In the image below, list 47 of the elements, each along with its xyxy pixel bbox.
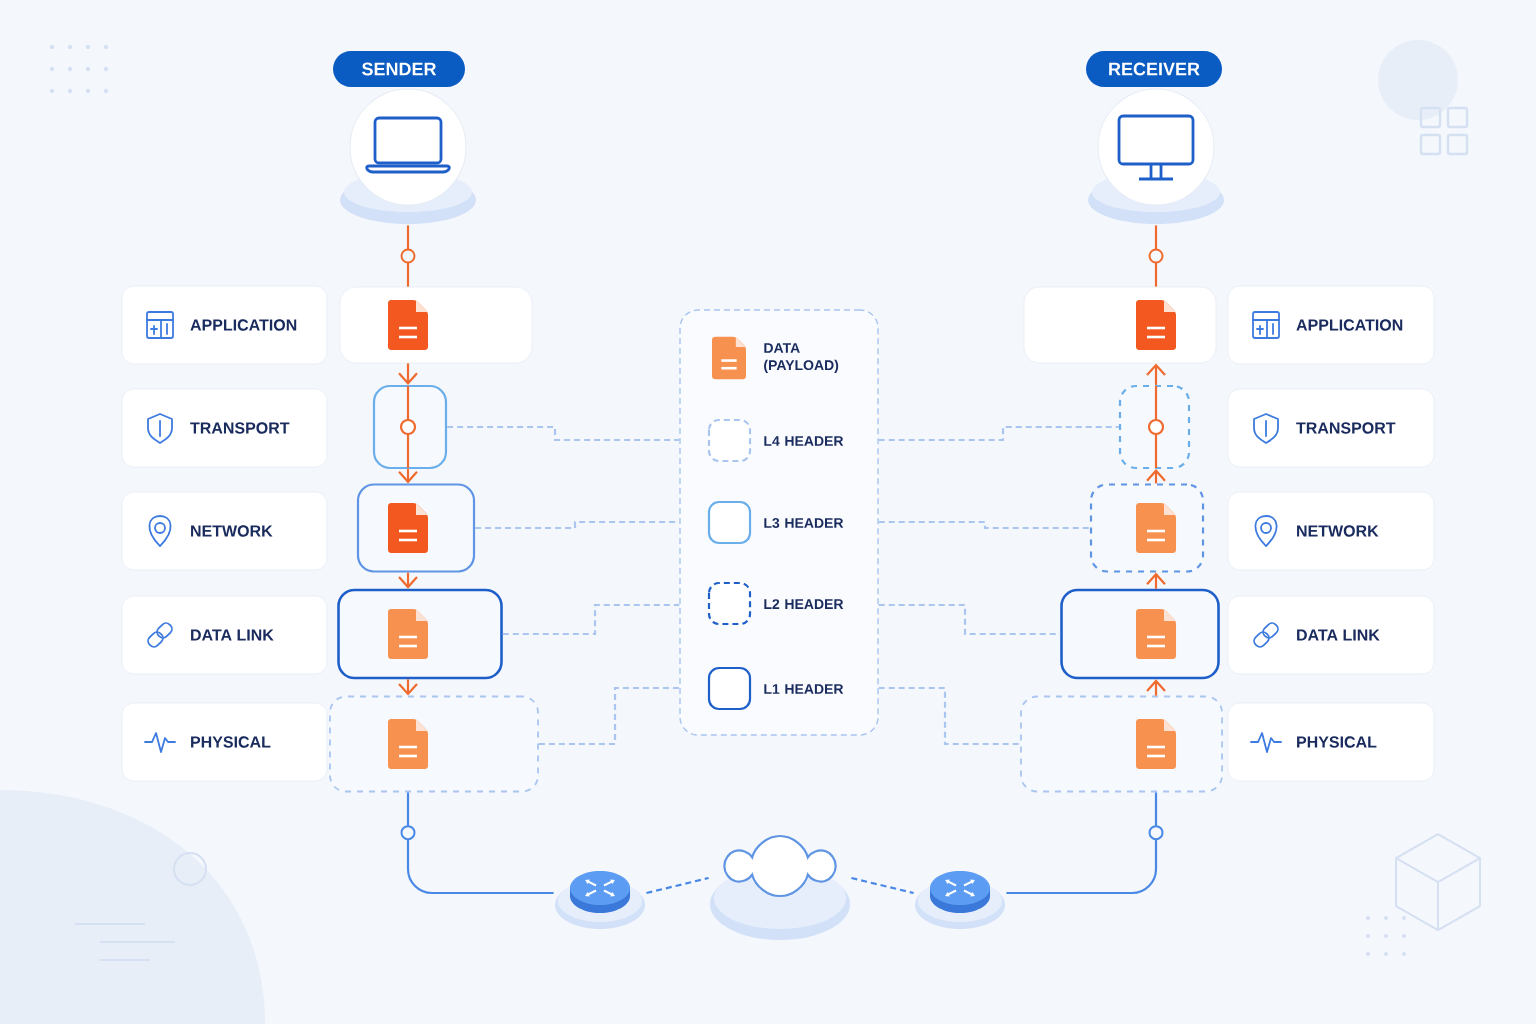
legend-panel	[679, 309, 879, 736]
layer-card: TRANSPORT	[121, 388, 328, 468]
encapsulation-box	[372, 384, 448, 470]
router-drawing	[915, 871, 1005, 929]
layer-card: PHYSICAL	[121, 702, 328, 782]
layer-card: APPLICATION	[121, 285, 328, 365]
monitor-drawing	[1088, 88, 1224, 224]
layer-card: NETWORK	[121, 491, 328, 571]
arrow	[398, 363, 418, 385]
connector-line	[646, 876, 709, 895]
connector-line	[851, 876, 914, 895]
connector-line	[878, 686, 1021, 746]
layer-card: PHYSICAL	[1227, 702, 1435, 782]
legend-label: L4 HEADER	[764, 436, 844, 446]
router-drawing	[555, 871, 645, 929]
cloud-drawing	[710, 834, 850, 940]
connector-line	[878, 425, 1119, 442]
encapsulation-box	[337, 588, 503, 680]
legend-label: DATA (PAYLOAD)	[764, 343, 839, 373]
layer-card: DATA LINK	[1227, 595, 1435, 675]
layer-card: APPLICATION	[1227, 285, 1435, 365]
connector-line	[400, 225, 416, 287]
legend-label: L1 HEADER	[764, 684, 844, 694]
encapsulation-box	[1089, 483, 1205, 573]
connector-line	[502, 603, 680, 636]
encapsulation-box	[1060, 588, 1220, 680]
connector-line	[1148, 225, 1164, 287]
encapsulation-box	[329, 695, 539, 793]
connector-line	[1006, 792, 1164, 895]
layer-card: NETWORK	[1227, 491, 1435, 571]
legend-label: L3 HEADER	[764, 518, 844, 528]
legend-label: L2 HEADER	[764, 599, 844, 609]
connector-line	[878, 520, 1090, 530]
connector-line	[538, 686, 680, 746]
encapsulation-box	[339, 286, 533, 364]
pill-label: RECEIVER	[1086, 51, 1222, 87]
laptop-drawing	[340, 88, 476, 224]
arrow	[1146, 363, 1166, 385]
encapsulation-box	[1023, 286, 1217, 364]
layer-card: DATA LINK	[121, 595, 328, 675]
encapsulation-box	[356, 483, 476, 573]
connector-line	[400, 792, 554, 895]
encapsulation-box	[1020, 695, 1223, 793]
encapsulation-box	[1118, 384, 1191, 470]
layer-card: TRANSPORT	[1227, 388, 1435, 468]
connector-line	[447, 425, 680, 442]
pill-label: SENDER	[333, 51, 465, 87]
